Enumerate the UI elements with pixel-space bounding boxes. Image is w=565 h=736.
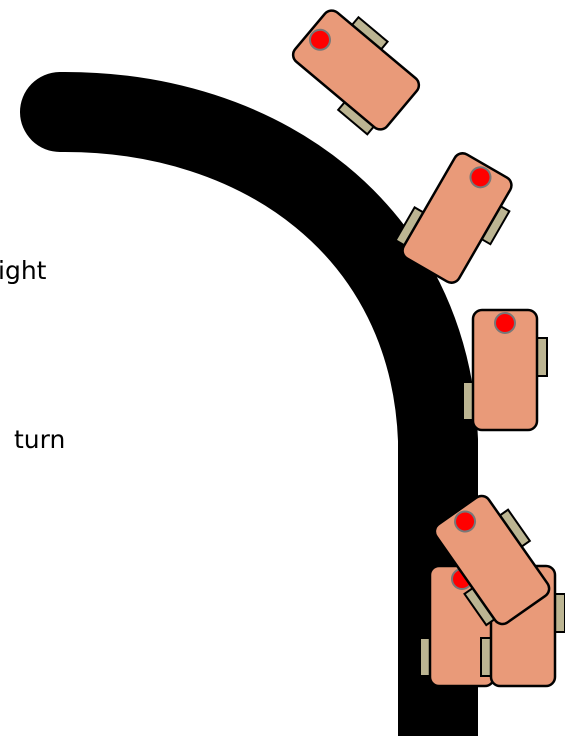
label-turn: turn [14,425,66,454]
sensor-dot [454,510,477,533]
robot-6 [433,494,551,627]
sensor-dot [469,166,492,189]
robots-layer [291,9,565,688]
label-right: ight [0,256,47,285]
sensor-dot [494,312,516,334]
robot-body [471,308,539,432]
robot-3 [462,308,548,432]
robot-1 [291,9,421,136]
track-line [20,71,478,736]
robot-2 [394,152,513,284]
sensor-dot [308,28,331,51]
